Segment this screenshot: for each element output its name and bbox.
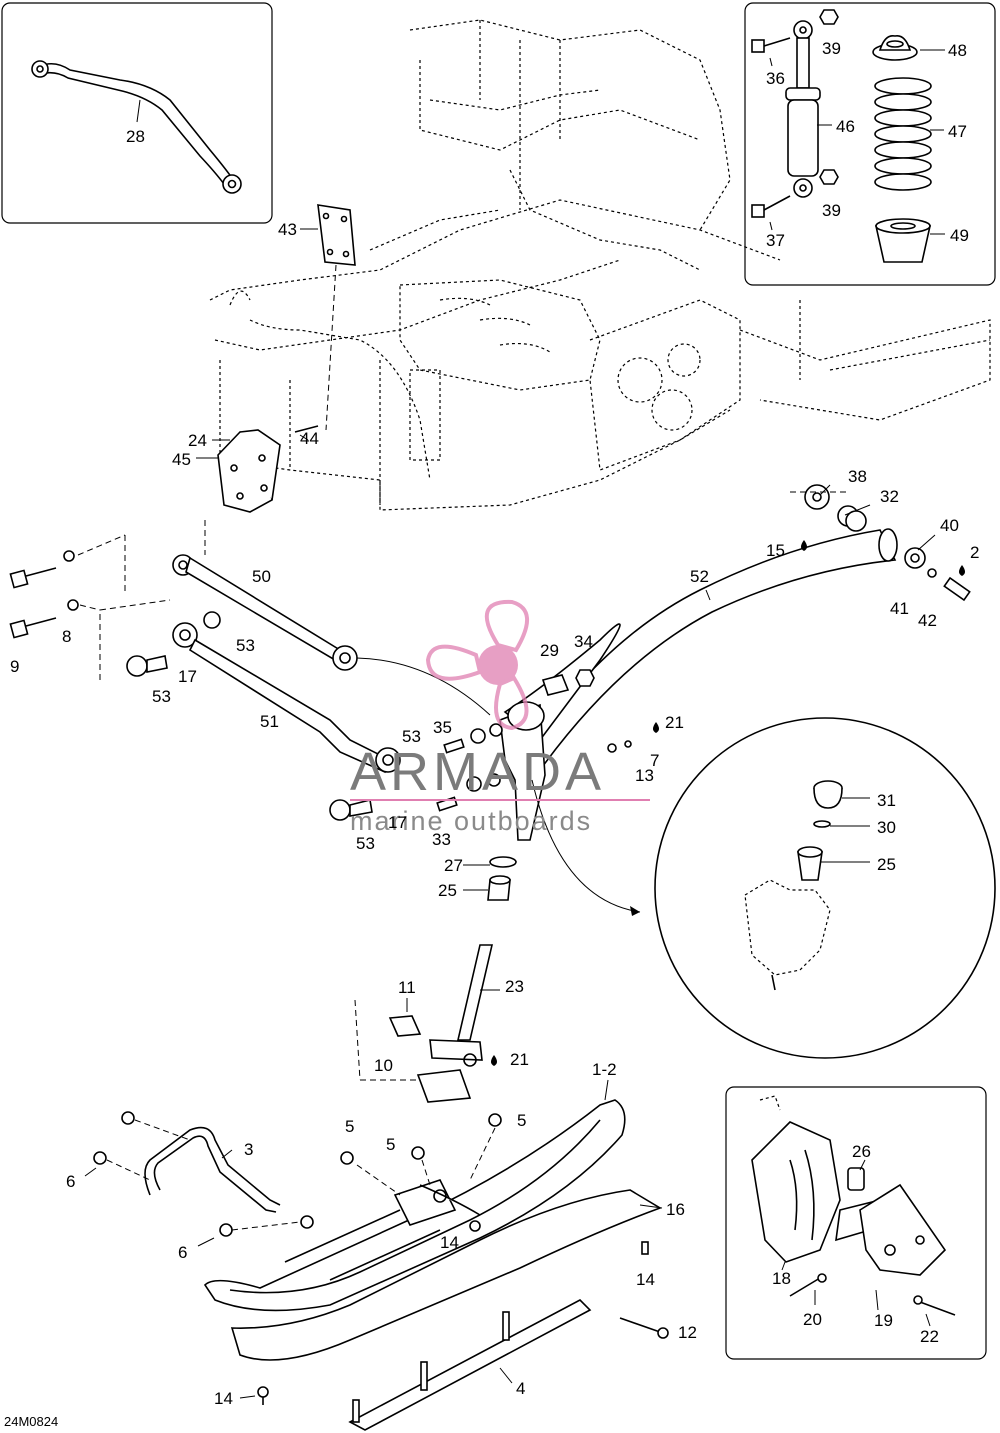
part-3-handle <box>84 1111 314 1247</box>
callout-51: 51 <box>260 712 279 731</box>
callout-19: 19 <box>874 1311 893 1330</box>
inset-box-bracket-detail <box>725 1086 987 1360</box>
callout-21: 21 <box>665 713 684 732</box>
watermark-title: ARMADA <box>350 742 605 802</box>
chassis-frame <box>209 19 991 511</box>
callout-46: 46 <box>836 117 855 136</box>
callout-6: 6 <box>178 1243 187 1262</box>
callout-2: 2 <box>970 543 979 562</box>
callout-27: 27 <box>444 856 463 875</box>
callout-52: 52 <box>690 567 709 586</box>
callout-7: 7 <box>650 751 659 770</box>
part-52-upper-arm <box>503 484 971 772</box>
part-4-runner <box>348 1299 592 1431</box>
callout-43: 43 <box>278 220 297 239</box>
part-1-2-ski <box>203 1079 626 1312</box>
callout-44: 44 <box>300 429 319 448</box>
callout-25: 25 <box>438 881 457 900</box>
callout-3: 3 <box>244 1140 253 1159</box>
watermark-logo <box>425 599 530 731</box>
callout-41: 41 <box>890 599 909 618</box>
spring-coils <box>874 77 932 191</box>
callout-28: 28 <box>126 127 145 146</box>
callout-31: 31 <box>877 791 896 810</box>
callout-24: 24 <box>188 431 207 450</box>
inset-box-part-28 <box>1 2 273 224</box>
part-50-radius-rod <box>172 554 491 716</box>
callout-45: 45 <box>172 450 191 469</box>
callout-9: 9 <box>10 657 19 676</box>
callout-25: 25 <box>877 855 896 874</box>
callout-13: 13 <box>635 766 654 785</box>
callout-5: 5 <box>345 1117 354 1136</box>
callout-1-2: 1-2 <box>592 1060 617 1079</box>
callout-14: 14 <box>636 1270 655 1289</box>
callout-33: 33 <box>432 830 451 849</box>
callout-22: 22 <box>920 1327 939 1346</box>
watermark-subtitle: marine outboards <box>350 806 592 836</box>
callout-35: 35 <box>433 718 452 737</box>
callout-5: 5 <box>517 1111 526 1130</box>
callout-14: 14 <box>214 1389 233 1408</box>
callout-53: 53 <box>236 636 255 655</box>
callout-8: 8 <box>62 627 71 646</box>
part-24-45-bracket <box>196 425 319 555</box>
callout-53: 53 <box>152 687 171 706</box>
callout-17: 17 <box>388 813 407 832</box>
callout-16: 16 <box>666 1200 685 1219</box>
callout-17: 17 <box>178 667 197 686</box>
callout-37: 37 <box>766 231 785 250</box>
lubrication-drop-icons <box>491 540 965 1066</box>
callout-53: 53 <box>402 727 421 746</box>
part-14-screws <box>239 1386 269 1405</box>
callout-39: 39 <box>822 39 841 58</box>
callout-10: 10 <box>374 1056 393 1075</box>
callout-39: 39 <box>822 201 841 220</box>
callout-26: 26 <box>852 1142 871 1161</box>
callout-40: 40 <box>940 516 959 535</box>
part-10-11-blocks <box>354 998 472 1103</box>
callout-12: 12 <box>678 1323 697 1342</box>
callout-6: 6 <box>66 1172 75 1191</box>
inset-box-shock-parts <box>744 2 996 286</box>
part-16-skag-wear-runner <box>230 1189 663 1361</box>
callout-18: 18 <box>772 1269 791 1288</box>
callout-11: 11 <box>398 978 416 997</box>
callout-29: 29 <box>540 641 559 660</box>
detail-circle-25-30-31 <box>654 717 996 1059</box>
part-51-lower-arm <box>99 599 401 821</box>
callout-30: 30 <box>877 818 896 837</box>
callout-48: 48 <box>948 41 967 60</box>
part-12-bolt <box>619 1317 669 1339</box>
callout-47: 47 <box>948 122 967 141</box>
callout-15: 15 <box>766 541 785 560</box>
callout-labels: 28 43 36 39 48 46 47 37 39 49 24 44 45 3… <box>10 39 979 1408</box>
callout-5: 5 <box>386 1135 395 1154</box>
part-43-plate <box>300 204 356 431</box>
callout-36: 36 <box>766 69 785 88</box>
callout-14: 14 <box>440 1233 459 1252</box>
callout-50: 50 <box>252 567 271 586</box>
callout-4: 4 <box>516 1379 525 1398</box>
callout-53: 53 <box>356 834 375 853</box>
callout-49: 49 <box>950 226 969 245</box>
callout-20: 20 <box>803 1310 822 1329</box>
callout-38: 38 <box>848 467 867 486</box>
callout-42: 42 <box>918 611 937 630</box>
part-8-9-bolts <box>9 534 126 639</box>
callout-34: 34 <box>574 632 593 651</box>
callout-21: 21 <box>510 1050 529 1069</box>
callout-32: 32 <box>880 487 899 506</box>
part-23-spindle <box>429 669 641 1067</box>
drawing-code: 24M0824 <box>4 1414 58 1429</box>
callout-23: 23 <box>505 977 524 996</box>
